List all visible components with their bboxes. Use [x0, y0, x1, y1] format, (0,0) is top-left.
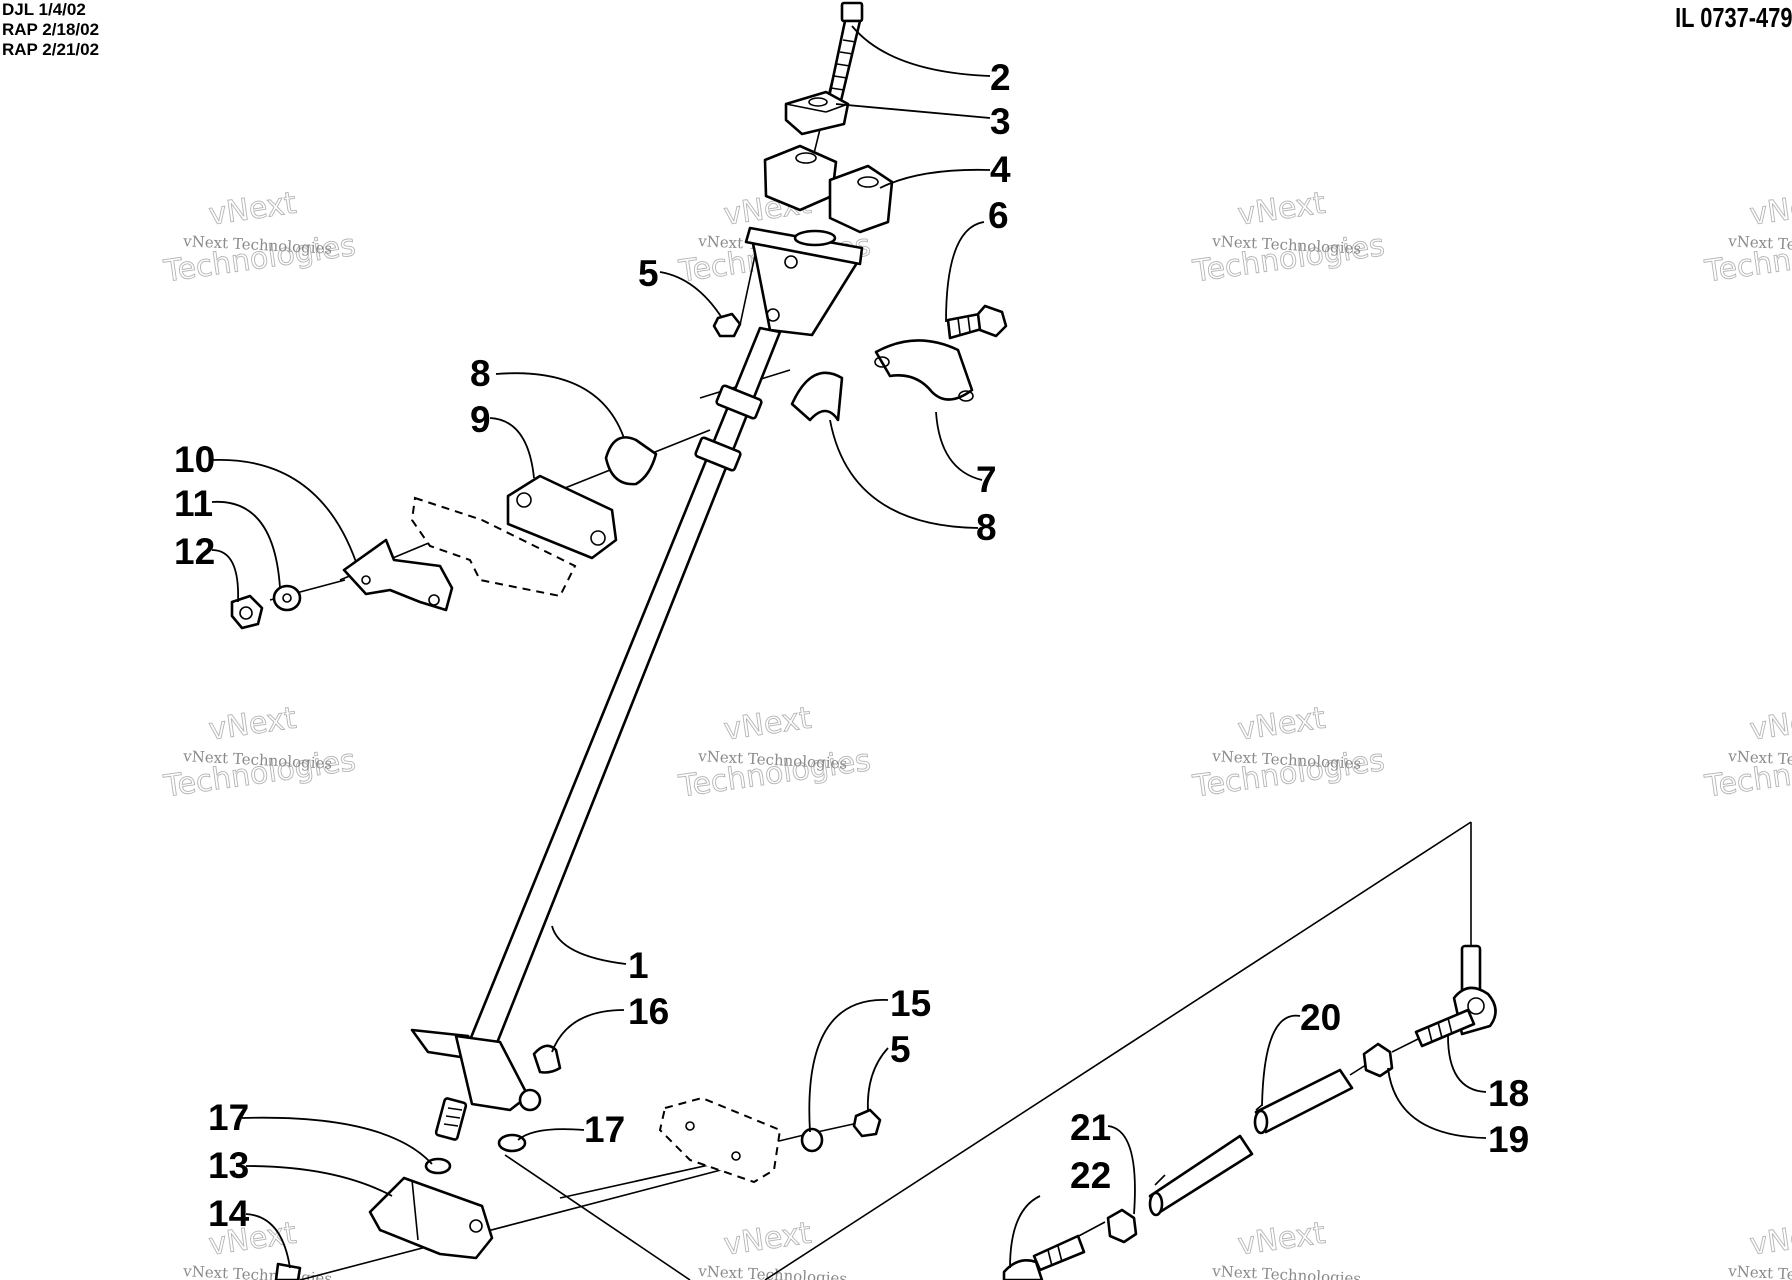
watermark-big-word: vNext	[1236, 701, 1328, 748]
watermark-text: vNext Technologies	[697, 1262, 848, 1280]
callout-13: 13	[208, 1145, 249, 1186]
callout-14: 14	[208, 1193, 250, 1234]
bearing-cap	[874, 339, 974, 402]
callout-20: 20	[1300, 997, 1341, 1038]
callout-9: 9	[470, 399, 491, 440]
callout-5-upper: 5	[638, 253, 659, 294]
clamp-block	[763, 144, 894, 234]
dashed-support-outline	[410, 496, 577, 598]
watermark-text: vNext Technologies	[1727, 1262, 1792, 1280]
callout-2: 2	[990, 57, 1011, 98]
callout-8-right: 8	[976, 507, 997, 548]
support-block	[506, 474, 618, 560]
illustration-id: IL 0737-479	[1674, 2, 1792, 33]
callout-labels: 2 3 4 6 5 8 9 10 11 12 7 8 1 16 15 5 20 …	[174, 57, 1529, 1234]
callout-21: 21	[1070, 1107, 1111, 1148]
callout-11: 11	[174, 483, 213, 524]
dashed-plate	[658, 1096, 782, 1184]
callout-17-upper: 17	[208, 1097, 249, 1138]
nut-upper	[712, 312, 742, 338]
watermark-big-word: vNext	[1236, 186, 1328, 233]
watermark-group: vNext Technologies vNext Technologies vN…	[161, 185, 1792, 1280]
washer-15	[800, 1127, 824, 1153]
washer-17-left	[424, 1157, 452, 1175]
watermark-big-word: vNext	[207, 701, 299, 748]
callout-6: 6	[988, 195, 1009, 236]
watermark-big-word: vNext	[1748, 1216, 1792, 1263]
revision-block: DJL 1/4/02 RAP 2/18/02 RAP 2/21/02	[2, 0, 99, 60]
arm-plate	[368, 1176, 494, 1260]
tie-rod-end	[1414, 944, 1497, 1048]
revision-line: RAP 2/18/02	[2, 20, 100, 39]
callout-8-left: 8	[470, 353, 491, 394]
jam-nut-21	[1106, 1208, 1138, 1244]
callout-1: 1	[628, 945, 649, 986]
jam-nut-19	[1362, 1042, 1394, 1078]
washer-11	[272, 584, 302, 612]
watermark-big-word: vNext	[1748, 186, 1792, 233]
callout-12: 12	[174, 531, 215, 572]
bushing-right	[790, 371, 844, 422]
callout-3: 3	[990, 101, 1011, 142]
leader-lines	[211, 25, 1487, 1269]
cap-bolt	[946, 304, 1008, 340]
revision-line: DJL 1/4/02	[2, 0, 86, 19]
bushing-left	[604, 436, 658, 486]
callout-22: 22	[1070, 1155, 1111, 1196]
callout-15: 15	[890, 983, 931, 1024]
watermark-text: vNext Technologies	[1211, 1262, 1362, 1280]
callout-18: 18	[1488, 1073, 1529, 1114]
revision-line: RAP 2/21/02	[2, 40, 100, 59]
callout-17-lower: 17	[584, 1109, 625, 1150]
watermark-big-word: vNext	[722, 701, 814, 748]
upper-cap	[784, 90, 850, 136]
watermark-big-word: vNext	[1236, 1216, 1328, 1263]
tie-rod-tube	[1148, 1068, 1354, 1217]
watermark-big-word: vNext	[722, 1216, 814, 1263]
callout-19: 19	[1488, 1119, 1529, 1160]
steering-post	[410, 226, 864, 1141]
tie-rod-end-22	[1002, 1234, 1086, 1280]
bolt	[826, 1, 864, 107]
callout-4: 4	[990, 149, 1011, 190]
watermark-big-word: vNext	[1748, 701, 1792, 748]
callout-7: 7	[976, 459, 997, 500]
watermark-big-word: vNext	[207, 186, 299, 233]
nut-lower	[852, 1108, 882, 1138]
bracket	[342, 538, 454, 612]
callout-10: 10	[174, 439, 215, 480]
callout-5-lower: 5	[890, 1029, 911, 1070]
bolt-14	[274, 1262, 302, 1280]
callout-16: 16	[628, 991, 669, 1032]
nut-12	[230, 594, 264, 630]
cap-nut	[532, 1044, 562, 1074]
